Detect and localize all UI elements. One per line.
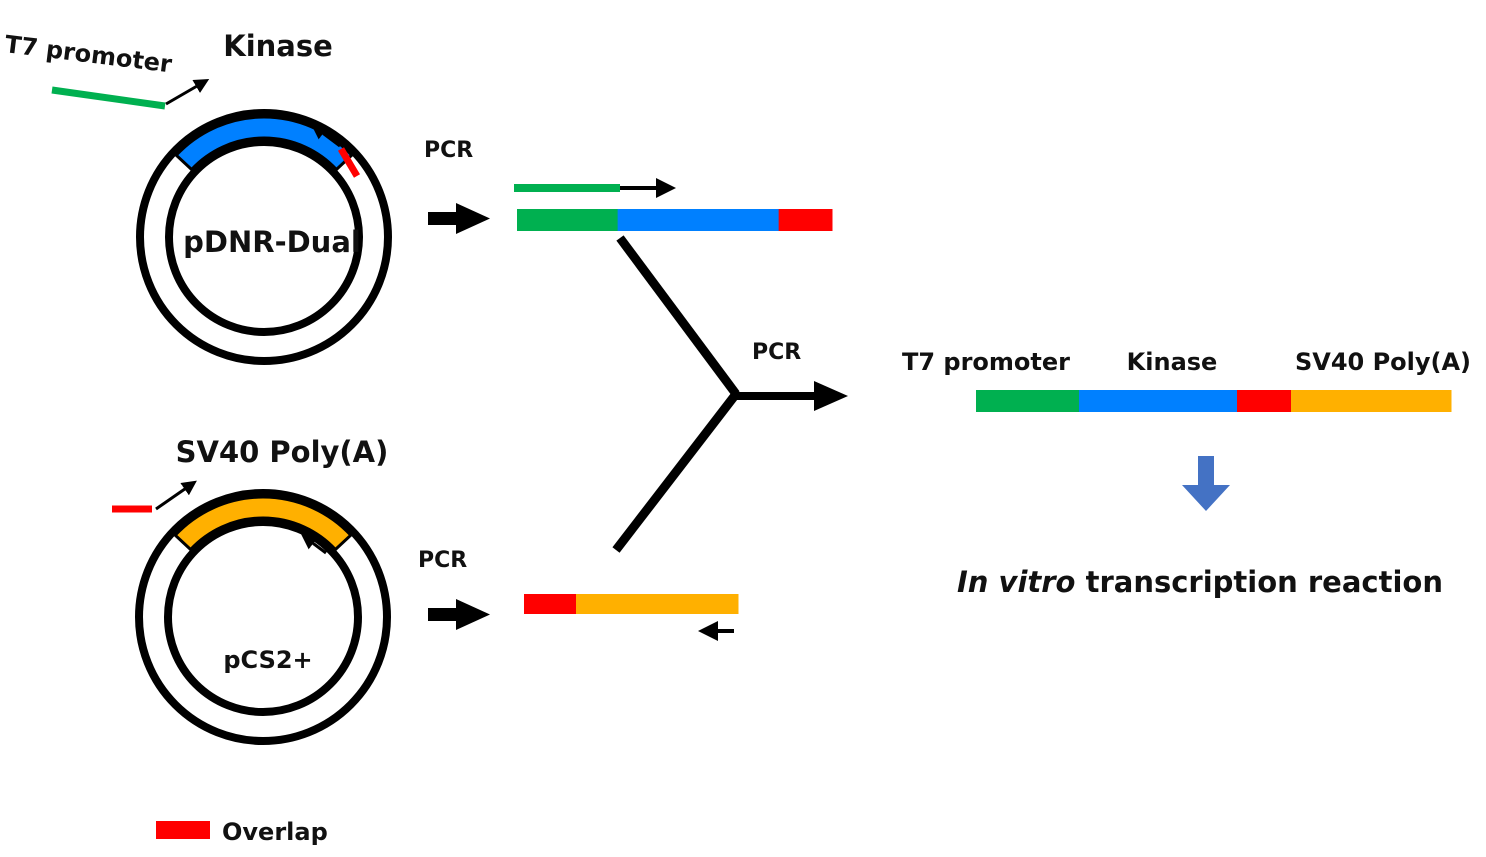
product-2-bar	[524, 594, 739, 614]
pcr-product-2	[524, 594, 739, 641]
final-construct-bar	[976, 390, 1452, 412]
pcr-arrow-1	[428, 203, 490, 234]
plasmid-name-label: pCS2+	[223, 646, 312, 674]
forward-primer-arrow	[165, 78, 210, 106]
legend: Overlap	[156, 818, 328, 846]
t7-promoter-label: T7 promoter	[3, 30, 173, 78]
merge-line-lower	[612, 391, 740, 553]
final-label-kinase: Kinase	[1127, 348, 1218, 376]
segment-t7-promoter	[976, 390, 1080, 412]
segment-overlap	[778, 209, 833, 231]
plasmid-inner-ring	[165, 138, 363, 336]
merge-line-upper	[616, 235, 740, 397]
final-label-sv40: SV40 Poly(A)	[1295, 348, 1471, 376]
reverse-primer-arrow	[301, 534, 327, 555]
segment-kinase	[617, 209, 780, 231]
legend-overlap-swatch	[156, 821, 210, 839]
pcr-product-1	[514, 178, 833, 231]
sv40-insert-segment	[173, 495, 353, 552]
merge-output-arrowhead	[814, 381, 848, 411]
next-step-italic: In vitro	[957, 565, 1075, 599]
forward-primer-arrow	[155, 480, 197, 511]
insert-label-sv40: SV40 Poly(A)	[176, 435, 389, 469]
plasmid-pcs2plus: pCS2+ SV40 Poly(A)	[112, 435, 391, 745]
segment-kinase	[1079, 390, 1238, 412]
segment-t7-promoter	[517, 209, 619, 231]
pcr-arrow-2	[428, 599, 490, 630]
down-arrow-icon	[1182, 456, 1230, 511]
pcr-step-label-2: PCR	[418, 548, 467, 573]
final-construct: T7 promoter Kinase SV40 Poly(A)	[902, 348, 1471, 412]
segment-sv40-poly-a	[1291, 390, 1452, 412]
reverse-primer-arrow	[311, 124, 341, 148]
pcr-merge-label: PCR	[752, 340, 801, 365]
pcr-step-label-1: PCR	[424, 138, 473, 163]
product-1-bar	[517, 209, 833, 231]
segment-overlap	[1237, 390, 1292, 412]
segment-overlap	[524, 594, 577, 614]
plasmid-outer-ring	[136, 109, 392, 365]
plasmid-pdnr-dual: pDNR-Dual Kinase T7 promoter	[3, 29, 392, 365]
plasmid-name-label: pDNR-Dual	[183, 225, 361, 259]
legend-overlap-label: Overlap	[222, 818, 328, 846]
next-step-label: In vitro transcription reaction	[957, 565, 1443, 599]
final-label-t7-promoter: T7 promoter	[902, 348, 1070, 376]
plasmid-inner-ring	[164, 518, 362, 716]
overlap-primer-tail	[337, 147, 361, 178]
merge-junction	[612, 235, 848, 553]
next-step-rest: transcription reaction	[1075, 565, 1443, 599]
kinase-insert-segment	[174, 115, 354, 172]
segment-sv40-poly-a	[576, 594, 739, 614]
t7-primer-tail	[51, 86, 166, 110]
plasmid-outer-ring	[135, 489, 391, 745]
insert-label-kinase: Kinase	[223, 29, 333, 63]
